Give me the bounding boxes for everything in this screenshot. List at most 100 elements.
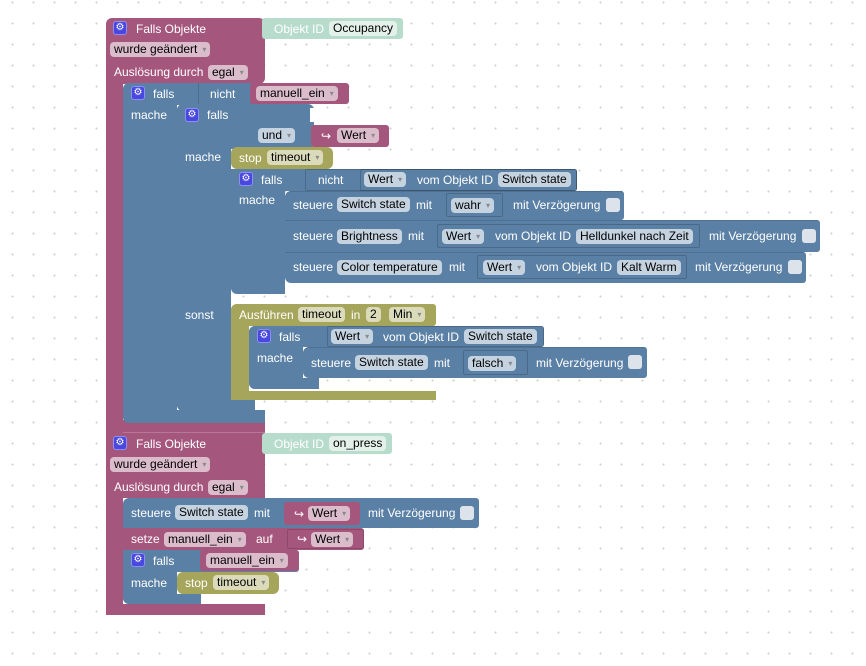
timer-footer [231,391,436,400]
control-label: steuere [311,356,352,370]
if-footer [123,594,201,604]
timer-spine [231,304,249,400]
gear-icon[interactable]: ⚙ [185,108,199,122]
with-label: mit [434,356,450,370]
get-value-block[interactable] [360,169,577,191]
target-field[interactable]: Brightness [337,229,402,244]
get-value-block[interactable] [437,224,700,248]
object-id-field[interactable]: Kalt Warm [617,260,681,275]
bool-block[interactable] [446,193,503,217]
if2-spine [177,104,231,411]
delay-label: mit Verzögerung [513,198,601,212]
bool-dropdown[interactable]: wahr [451,198,495,213]
amount-field[interactable]: 2 [366,307,381,322]
get-value-block[interactable] [327,326,544,347]
object-id-field[interactable]: Switch state [498,172,571,187]
else-label: sonst [185,308,214,322]
variable-dropdown[interactable]: manuell_ein [206,553,288,568]
empty-input-slot[interactable] [310,108,316,122]
bool-block[interactable] [463,350,528,375]
value-dropdown[interactable]: Wert [442,229,485,244]
if4-do-label: mache [257,351,294,365]
bool-dropdown[interactable]: falsch [468,356,517,371]
variable-dropdown[interactable]: manuell_ein [256,86,338,101]
target-field[interactable]: Switch state [337,197,410,212]
stop-label: stop [239,151,262,165]
delay-checkbox[interactable] [606,198,620,212]
gear-icon[interactable]: ⚙ [257,329,271,343]
target-field[interactable]: Color temperature [337,260,442,275]
if3-falls-label: falls [261,173,283,187]
value-dropdown[interactable]: Wert [483,260,526,275]
gear-icon[interactable]: ⚙ [113,436,127,450]
object-id-label: Objekt ID [274,22,325,36]
in-label: in [351,308,361,322]
from-object-label: vom Objekt ID [536,260,613,274]
target-field[interactable]: Switch state [175,505,248,520]
value-block[interactable] [287,529,364,549]
if2-do-label: mache [185,150,222,164]
get-value-block[interactable] [477,255,687,279]
delay-label: mit Verzögerung [536,356,624,370]
object-id-field[interactable]: on_press [329,436,387,451]
unit-dropdown[interactable]: Min [389,307,426,322]
from-object-label: vom Objekt ID [495,229,572,243]
delay-label: mit Verzögerung [709,229,797,243]
delay-checkbox[interactable] [628,355,642,369]
if1-do-label: mache [131,108,168,122]
not-block[interactable] [198,83,254,105]
with-label: mit [254,506,270,520]
trigger-dropdown[interactable]: wurde geändert [110,457,211,472]
if4-falls-label: falls [279,330,301,344]
delay-label: mit Verzögerung [695,260,783,274]
delay-checkbox[interactable] [788,260,802,274]
with-label: mit [408,229,424,243]
operator-dropdown[interactable]: und [258,128,296,143]
event-block-footer [106,604,265,615]
value-dropdown[interactable]: Wert [311,532,354,547]
stop-label: stop [185,576,208,590]
timer-dropdown[interactable]: timeout [267,150,324,165]
value-dropdown[interactable]: Wert [331,329,374,344]
gear-icon[interactable]: ⚙ [113,21,127,35]
gear-icon[interactable]: ⚙ [131,553,145,567]
timer-name-field[interactable]: timeout [298,307,346,322]
object-id-field[interactable]: Helldunkel nach Zeit [576,229,693,244]
value-dropdown[interactable]: Wert [364,172,407,187]
timer-dropdown[interactable]: timeout [213,575,270,590]
trigger-by-dropdown[interactable]: egal [208,65,248,80]
not-block[interactable] [305,169,577,191]
if2-falls-label: falls [207,108,229,122]
return-arrow-icon: ↪ [297,532,308,546]
trigger-dropdown[interactable]: wurde geändert [110,42,211,57]
target-field[interactable]: Switch state [355,355,428,370]
from-object-label: vom Objekt ID [417,173,494,187]
return-arrow-icon: ↪ [321,129,332,143]
object-id-label: Objekt ID [274,437,325,451]
control-label: steuere [293,229,334,243]
set-label: setze [131,532,160,546]
delay-label: mit Verzögerung [368,506,456,520]
if4-footer [249,378,319,389]
if2-footer [177,400,255,411]
if3-do-label: mache [239,193,276,207]
object-id-field[interactable]: Switch state [464,329,537,344]
delay-checkbox[interactable] [460,506,474,520]
if1-footer [123,410,265,423]
event-block-spine [106,60,123,432]
gear-icon[interactable]: ⚙ [239,172,253,186]
gear-icon[interactable]: ⚙ [131,86,145,100]
variable-dropdown[interactable]: manuell_ein [164,532,246,547]
event-block-spine [106,432,123,615]
to-label: auf [256,532,273,546]
delay-checkbox[interactable] [802,229,816,243]
trigger-by-label: Auslösung durch [114,480,204,494]
if-do-label: mache [131,576,168,590]
from-object-label: vom Objekt ID [383,330,460,344]
value-dropdown[interactable]: Wert [308,506,351,521]
not-label: nicht [318,173,344,187]
value-dropdown[interactable]: Wert [337,128,380,143]
object-id-field[interactable]: Occupancy [329,21,398,36]
trigger-by-dropdown[interactable]: egal [208,480,248,495]
if1-spine [123,83,177,423]
